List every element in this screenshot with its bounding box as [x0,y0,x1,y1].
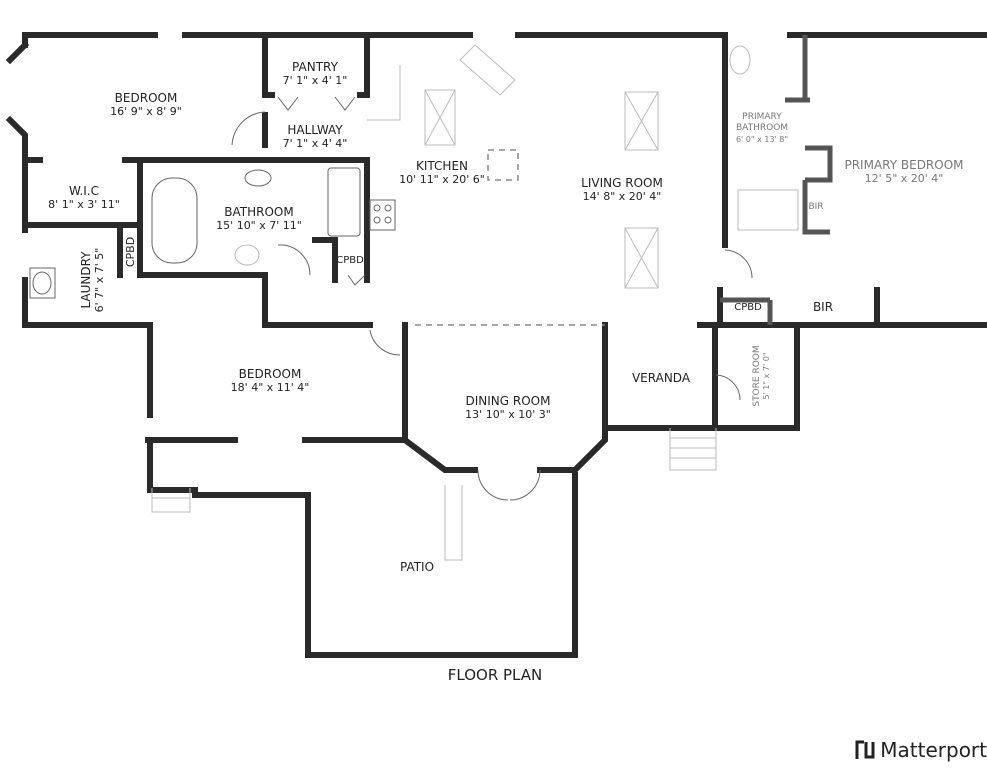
room-name: PANTRY [292,60,338,74]
room-name: VERANDA [631,371,691,385]
room-name: DINING ROOM [465,394,551,408]
fixtures [29,44,799,561]
room-label-bir: BIR [813,300,833,314]
room-name: PRIMARY BEDROOM [844,158,964,172]
room-label-cpbd: CPBD [336,254,364,268]
room-name: HALLWAY [287,123,343,137]
room-dims: 5' 1" x 7' 0" [762,352,771,400]
exterior-walls [5,32,987,658]
room-name: CPBD [734,302,762,313]
doors [231,96,753,501]
room-name: KITCHEN [416,159,468,173]
room-dims: 8' 1" x 3' 11" [48,198,120,211]
room-dims: 12' 5" x 20' 4" [864,172,944,185]
room-name: BIR [812,300,834,314]
room-dims: 7' 1" x 4' 4" [282,137,348,150]
room-name: BATHROOM [224,205,294,219]
room-label-bir: BIR [808,200,823,214]
room-label-cpbd: CPBD [734,301,762,315]
room-name: PRIMARY BATHROOM [735,112,789,133]
room-name: BEDROOM [238,367,302,381]
room-dims: 7' 1" x 4' 1" [282,74,348,87]
room-dims: 18' 4" x 11' 4" [230,381,310,394]
room-label-patio: PATIO [400,560,434,574]
room-dims: 10' 11" x 20' 6" [399,173,485,186]
room-name: BEDROOM [114,91,178,105]
room-name: W.I.C [68,184,100,198]
matterport-logo-icon [855,740,875,759]
room-name: BIR [808,202,824,212]
room-name: CPBD [124,236,137,268]
plan-title: FLOOR PLAN [447,666,543,684]
room-name: PATIO [399,560,435,574]
room-dims: 14' 8" x 20' 4" [582,190,662,203]
room-name: LIVING ROOM [581,176,663,190]
brand-name: Matterport [880,738,987,762]
room-dims: 6' 7" x 7' 5" [93,247,106,313]
room-name: STORE ROOM [752,345,762,407]
room-name: LAUNDRY [79,251,93,309]
room-dims: 13' 10" x 10' 3" [465,408,551,421]
room-dims: 15' 10" x 7' 11" [216,219,302,232]
room-label-veranda: VERANDA [632,371,690,385]
room-label-primary-bathroom: PRIMARY BATHROOM 6' 0" x 13' 8" [727,112,797,145]
room-dims: 6' 0" x 13' 8" [735,135,789,144]
room-label-cpbd: CPBD [124,237,138,267]
brand-logo: Matterport [855,738,987,762]
room-name: CPBD [336,255,364,266]
interior-walls [22,35,833,325]
room-dims: 16' 9" x 8' 9" [110,105,182,118]
